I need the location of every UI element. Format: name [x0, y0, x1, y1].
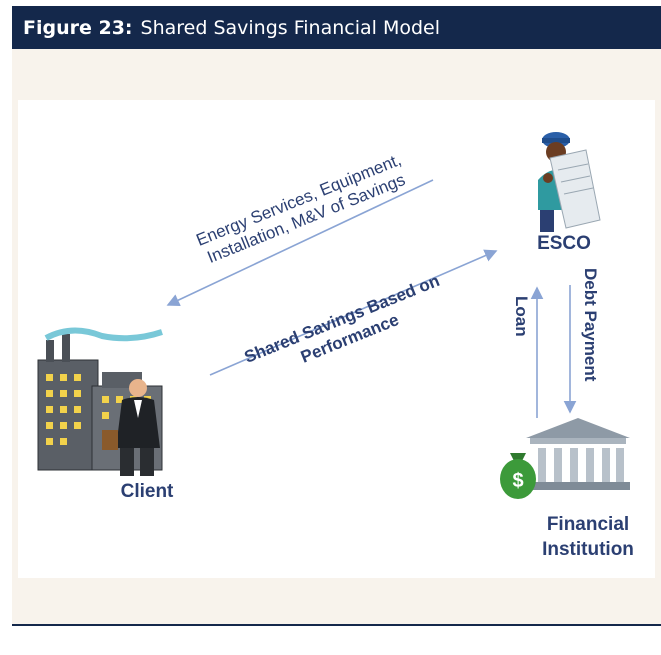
shared-savings-arrow: [209, 249, 498, 376]
client-buildings-icon: [37, 327, 163, 471]
bank-icon: [526, 418, 630, 490]
services-arrow: [166, 179, 434, 307]
bank-label-line1: Financial: [547, 514, 629, 535]
esco-worker-icon: [538, 132, 601, 232]
money-symbol: $: [512, 470, 523, 492]
diagram-panel: Energy Services, Equipment, Installation…: [18, 100, 655, 578]
bank-label-line2: Institution: [542, 539, 634, 560]
diagram-svg: Energy Services, Equipment, Installation…: [37, 132, 634, 560]
esco-label: ESCO: [537, 233, 591, 254]
figure-number: Figure 23:: [23, 16, 133, 39]
shared-savings-label-line1: Shared Savings Based on: [242, 271, 443, 367]
debt-payment-label: Debt Payment: [581, 268, 600, 382]
figure-title: Shared Savings Financial Model: [140, 16, 441, 39]
client-businessman-icon: [102, 379, 160, 476]
figure-header: Figure 23: Shared Savings Financial Mode…: [12, 6, 661, 49]
loan-label: Loan: [512, 296, 531, 337]
bottom-rule: [12, 624, 661, 626]
client-label: Client: [121, 481, 174, 502]
money-bag-icon: $: [500, 453, 536, 499]
